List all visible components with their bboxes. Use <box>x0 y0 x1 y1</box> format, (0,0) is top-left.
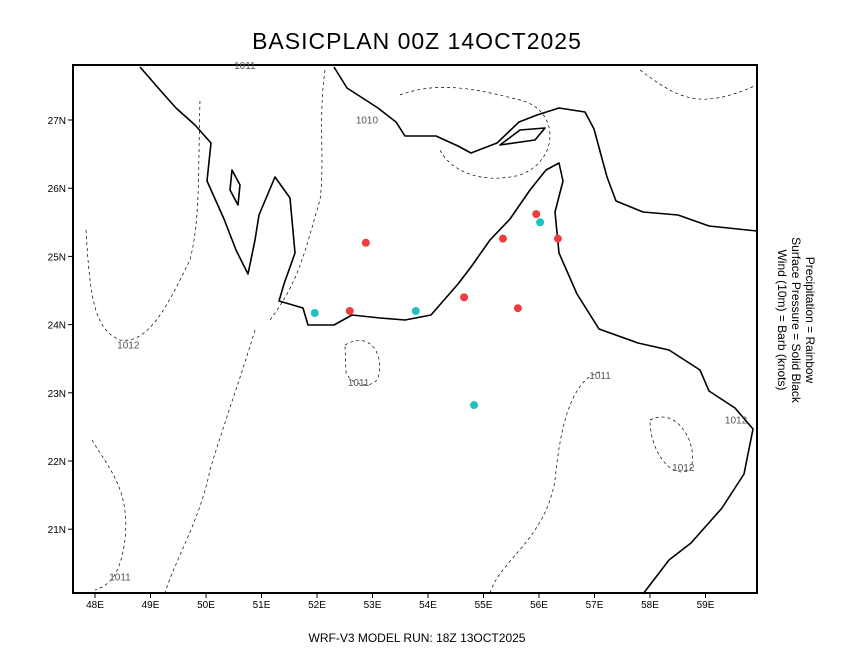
isobar-1011-north <box>269 69 326 321</box>
precip-point-red <box>532 210 541 219</box>
legend: Precipitation = Rainbow Surface Pressure… <box>775 237 817 403</box>
precip-point-red <box>498 234 507 243</box>
isobar-1011-south <box>489 371 601 594</box>
isobar-1011-center <box>344 340 381 386</box>
lon-tick-label: 53E <box>364 600 382 611</box>
lat-tick-label: 25N <box>48 252 66 263</box>
lat-tick-label: 24N <box>48 321 66 332</box>
lon-tick-label: 51E <box>253 600 271 611</box>
isobar-1012-west <box>85 99 201 341</box>
legend-wind: Wind (10m) = Barb (knots) <box>775 249 789 391</box>
lon-tick-label: 52E <box>308 600 326 611</box>
contour-label: 1010 <box>356 115 379 126</box>
lon-tick-label: 49E <box>142 600 160 611</box>
legend-surface-pressure: Surface Pressure = Solid Black <box>789 237 803 403</box>
lon-tick-label: 59E <box>697 600 715 611</box>
contour-label: 1011 <box>348 378 370 389</box>
lat-tick-label: 26N <box>48 184 66 195</box>
isobar-1012-southeast <box>649 416 693 473</box>
map-title: BASICPLAN 00Z 14OCT2025 <box>252 28 582 54</box>
axis-ticks: 48E 49E 50E 51E 52E 53E 54E 55E 56E 57E 58E 59E 21N 2… <box>48 116 715 611</box>
lon-tick-label: 50E <box>197 600 215 611</box>
precip-point-red <box>361 238 370 247</box>
lat-tick-label: 21N <box>48 525 66 536</box>
coast-saudi-qatar-uae-oman <box>139 66 754 595</box>
contour-label: 1012 <box>725 415 748 426</box>
isobar-ne <box>639 69 758 100</box>
isobar-1010 <box>399 87 551 179</box>
precip-point-cyan <box>536 218 545 227</box>
contour-label: 1012 <box>672 463 695 474</box>
lon-tick-label: 54E <box>419 600 437 611</box>
precip-point-red <box>553 234 562 243</box>
contour-label: 1011 <box>589 371 611 382</box>
lon-tick-label: 58E <box>641 600 659 611</box>
precip-point-cyan <box>411 306 420 315</box>
map-frame <box>72 64 758 594</box>
lon-tick-label: 55E <box>475 600 493 611</box>
precip-point-red <box>460 293 469 302</box>
precip-point-cyan <box>470 401 479 410</box>
coast-bahrain <box>229 169 241 206</box>
lon-tick-label: 56E <box>530 600 548 611</box>
contour-label: 1012 <box>117 340 140 351</box>
contour-labels: 1011 1010 1012 1011 1011 1012 1012 1011 <box>109 61 748 583</box>
island-qeshm <box>499 127 546 146</box>
isobar-1011-southwest <box>91 439 127 591</box>
precipitation-points <box>310 210 562 410</box>
lat-tick-label: 27N <box>48 116 66 127</box>
legend-precipitation: Precipitation = Rainbow <box>803 256 817 384</box>
precip-point-cyan <box>310 309 319 318</box>
precip-point-red <box>345 306 354 315</box>
lat-tick-label: 22N <box>48 457 66 468</box>
lon-tick-label: 57E <box>586 600 604 611</box>
contour-label: 1011 <box>109 572 131 583</box>
coastline <box>139 66 758 595</box>
precip-point-red <box>513 304 522 313</box>
lon-tick-label: 48E <box>86 600 104 611</box>
isobar-contours <box>85 69 758 594</box>
contour-label: 1011 <box>234 61 256 72</box>
isobar-1011-west <box>164 329 256 594</box>
coast-iran <box>333 66 758 232</box>
lat-tick-label: 23N <box>48 389 66 400</box>
model-run-footer: WRF-V3 MODEL RUN: 18Z 13OCT2025 <box>308 631 526 645</box>
